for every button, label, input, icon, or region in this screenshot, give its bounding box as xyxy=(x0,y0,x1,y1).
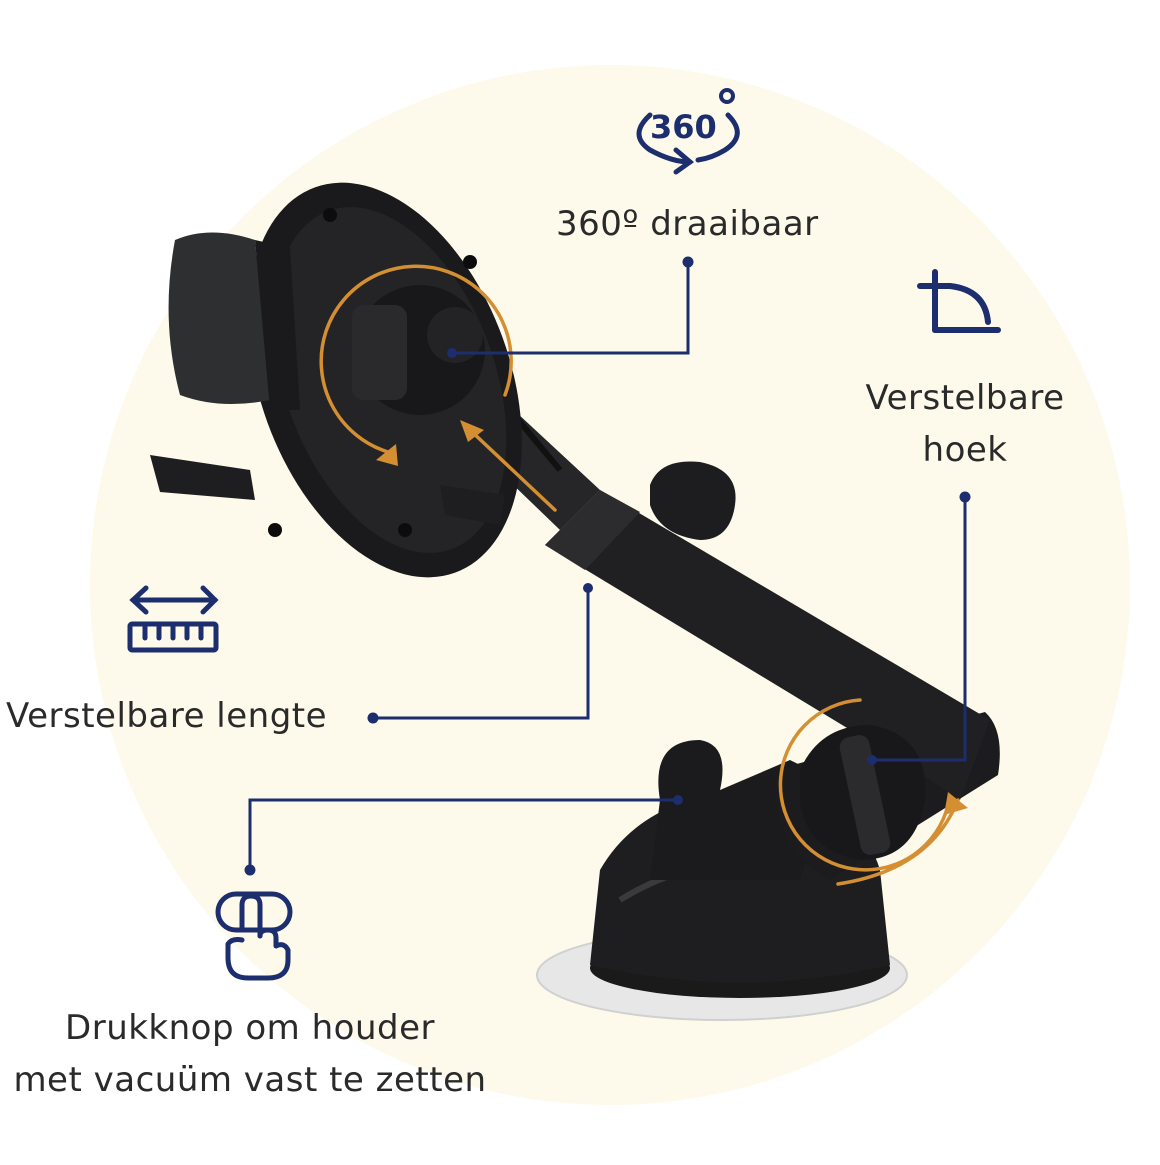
button-label-line2: met vacuüm vast te zetten xyxy=(13,1060,487,1100)
rotation-arrow xyxy=(319,264,960,886)
outer-arm xyxy=(545,490,990,800)
rotate-360-icon-text: 360 xyxy=(650,108,717,146)
button-connector xyxy=(248,798,678,870)
angle-label-line1: Verstelbare xyxy=(865,378,1065,418)
angle-label-line2: hoek xyxy=(922,430,1008,470)
angle-connector xyxy=(872,497,967,762)
ruler-length-icon xyxy=(127,585,219,653)
length-connector xyxy=(373,588,590,720)
connector-lines xyxy=(248,262,967,870)
rotate-connector xyxy=(452,262,690,355)
rotate-label: 360º draaibaar xyxy=(556,204,819,244)
bottom-clamp-left xyxy=(150,455,255,500)
button-label-line1: Drukknop om houder xyxy=(65,1008,435,1048)
side-grip-pad xyxy=(168,232,270,404)
press-button-hand-icon xyxy=(215,891,293,981)
length-label: Verstelbare lengte xyxy=(6,696,328,736)
phone-holder-product xyxy=(150,182,1000,1021)
rotate-360-icon: 360 xyxy=(636,88,740,175)
bottom-clamp-right xyxy=(440,485,505,525)
angle-adjust-icon xyxy=(917,269,1001,333)
button-label: Drukknop om houder met vacuüm vast te ze… xyxy=(0,1002,500,1106)
arm-lock-knob xyxy=(650,461,736,540)
angle-label: Verstelbare hoek xyxy=(850,372,1080,476)
